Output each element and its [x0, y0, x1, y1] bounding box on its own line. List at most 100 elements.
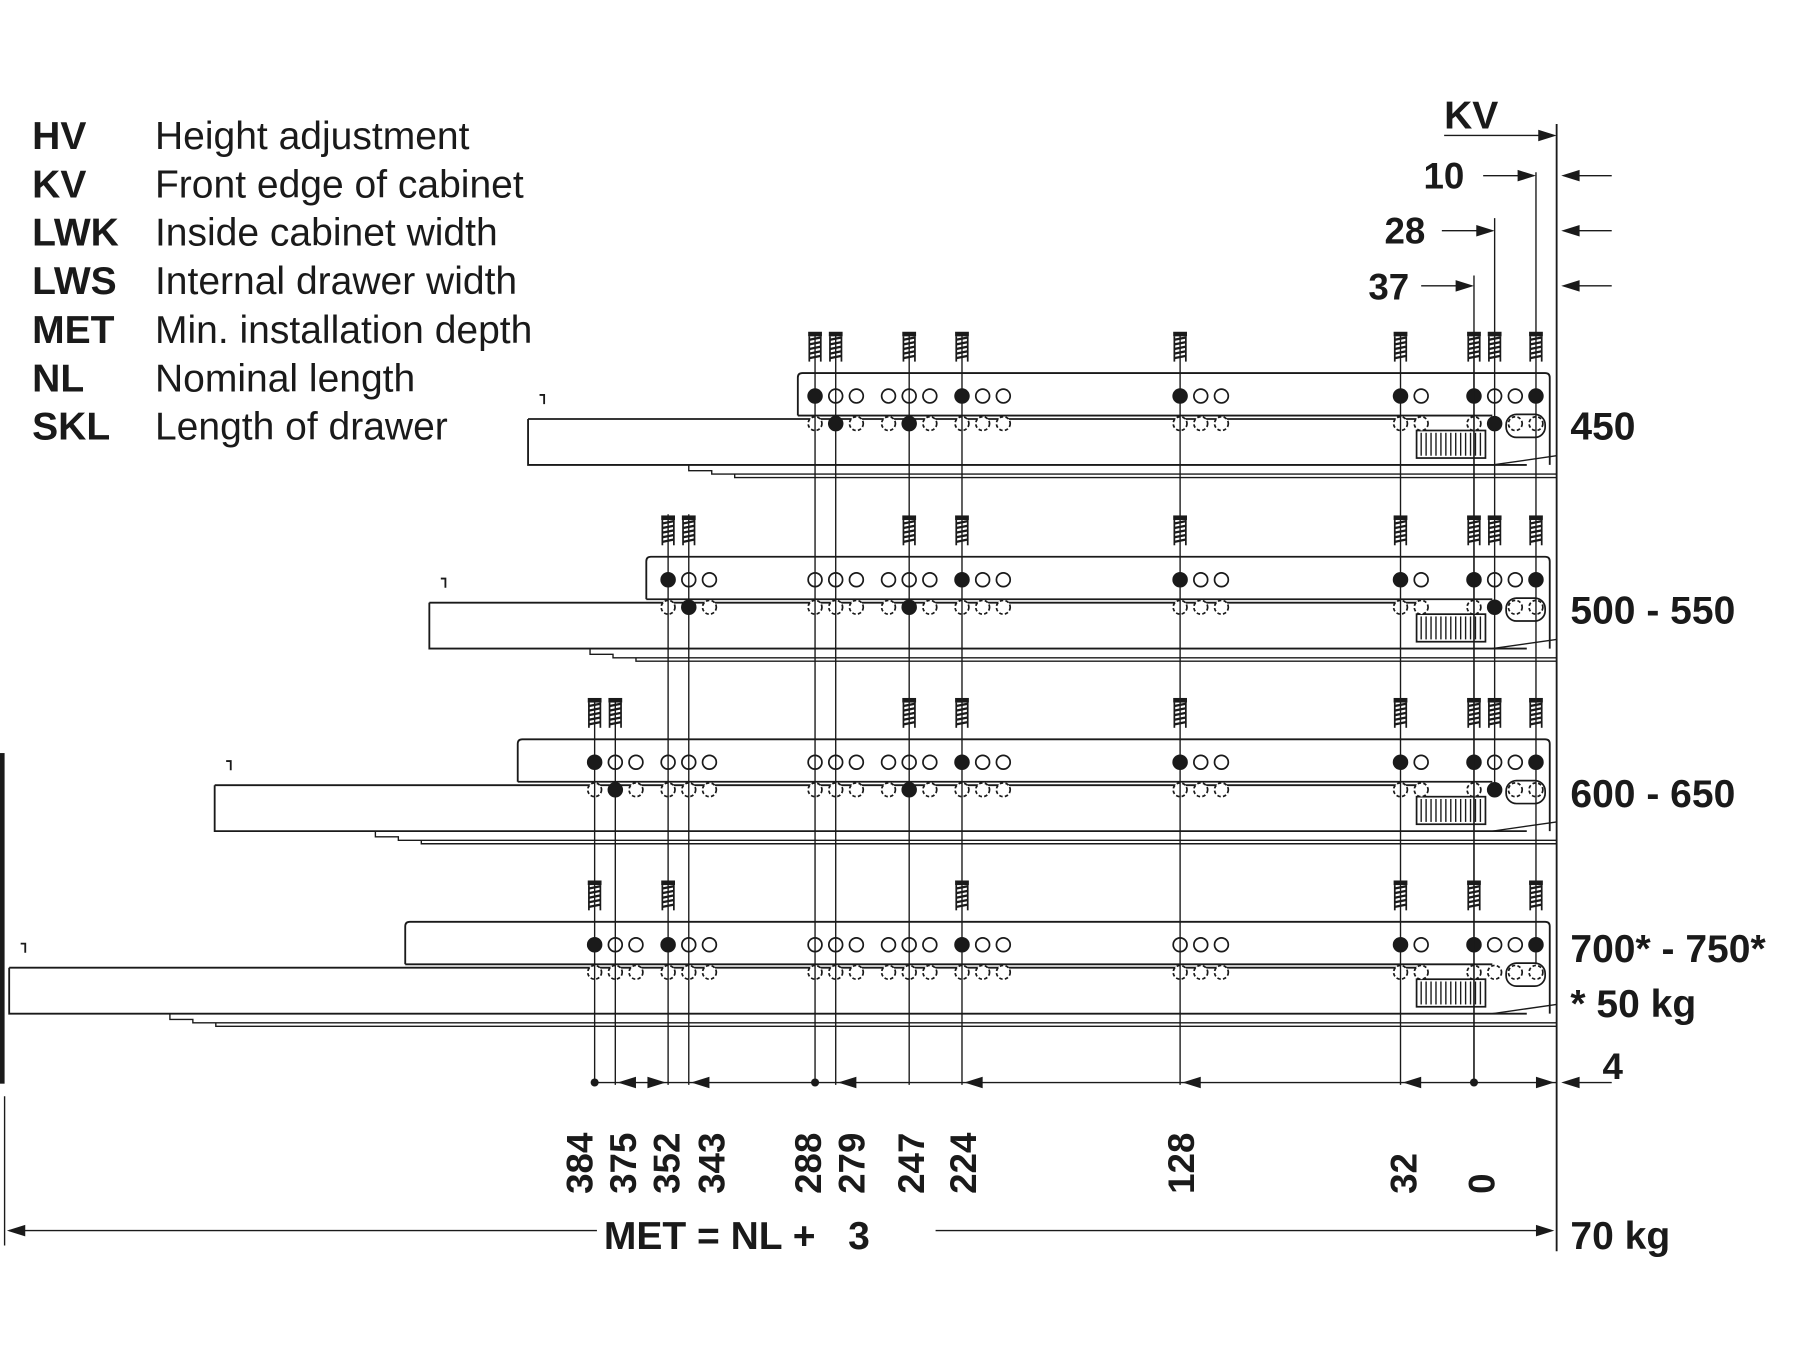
hole-open: [628, 964, 644, 981]
hole-open: [995, 754, 1012, 770]
hole-open: [1413, 964, 1429, 981]
hole-position-352: 352: [647, 1133, 688, 1194]
hole-open: [995, 782, 1012, 798]
hole-open: [922, 388, 938, 404]
hole-open: [848, 571, 865, 588]
hole-open: [848, 782, 865, 798]
hole-position-224: 224: [943, 1132, 984, 1194]
rail-front: [1492, 821, 1557, 832]
hole-open: [1193, 388, 1209, 404]
hole-open: [848, 964, 865, 981]
arrow-left-icon: [964, 1076, 983, 1089]
legend-text-kv: Front edge of cabinet: [155, 163, 524, 206]
arrow-icon: [1561, 1076, 1580, 1089]
arrow-icon: [1535, 1224, 1555, 1237]
hole-open: [628, 754, 644, 770]
hole-open: [922, 571, 938, 588]
hole-position-375: 375: [603, 1133, 644, 1194]
legend-abbr-met: MET: [32, 309, 115, 352]
hole-open: [701, 754, 718, 770]
hole-open: [1507, 782, 1524, 798]
drawer-load-note: * 50 kg: [1570, 983, 1696, 1026]
rail-lower: [374, 831, 1557, 841]
arrow-left-icon: [1561, 225, 1580, 237]
hole-open: [922, 415, 938, 432]
rail-lower: [688, 464, 1557, 475]
hole-open: [995, 599, 1012, 616]
kv-offset-10: 10: [1423, 155, 1464, 196]
hole-open: [1413, 782, 1429, 798]
hole-open: [1213, 782, 1230, 798]
legend-text-skl: Length of drawer: [155, 406, 448, 449]
arrow-icon: [6, 1224, 26, 1237]
rail-front: [1492, 1003, 1557, 1015]
hole-open: [848, 599, 865, 616]
arrow-icon: [1535, 1076, 1555, 1089]
hole-open: [974, 754, 991, 770]
hole-open: [1413, 571, 1429, 588]
legend-abbr-hv: HV: [32, 115, 86, 158]
runner-side-plate: [516, 738, 1551, 832]
hole-open: [1507, 754, 1524, 770]
legend-text-lws: Internal drawer width: [155, 260, 517, 303]
hole-open: [1193, 415, 1209, 432]
hole-open: [995, 415, 1012, 432]
hole-open: [1213, 571, 1230, 588]
hole-open: [1413, 937, 1429, 953]
hole-position-343: 343: [691, 1133, 732, 1194]
kv-offset-37: 37: [1368, 267, 1409, 308]
hole-open: [628, 782, 644, 798]
hole-open: [1213, 415, 1230, 432]
hole-open: [701, 782, 718, 798]
hole-open: [701, 571, 718, 588]
arrow-left-icon: [1402, 1076, 1422, 1089]
hole-open: [880, 964, 897, 981]
arrow-left-icon: [838, 1076, 857, 1089]
drawer-length-500-550: 500 - 550: [1570, 589, 1735, 632]
hole-open: [995, 571, 1012, 588]
hole-open: [1486, 964, 1503, 981]
hole-position-128: 128: [1161, 1133, 1202, 1194]
drawer-body: [8, 942, 1527, 1015]
drawer-length-450: 450: [1570, 406, 1635, 449]
hole-position-247: 247: [891, 1133, 932, 1194]
arrow-left-icon: [691, 1076, 710, 1089]
hole-open: [974, 782, 991, 798]
hole-open: [1193, 964, 1209, 981]
rail-front: [1492, 455, 1557, 466]
legend-abbr-lwk: LWK: [32, 212, 119, 255]
hole-open: [1507, 388, 1524, 404]
hole-open: [701, 599, 718, 616]
hole-open: [1507, 571, 1524, 588]
hole-open: [880, 754, 897, 770]
hole-open: [880, 571, 897, 588]
arrow-right-icon: [1538, 129, 1557, 142]
hole-open: [1486, 937, 1503, 953]
rail-front: [1492, 638, 1557, 650]
drawer-body: [527, 393, 1527, 466]
hole-open: [995, 388, 1012, 404]
hole-position-384: 384: [559, 1132, 600, 1194]
hole-open: [1193, 754, 1209, 770]
hole-open: [1213, 754, 1230, 770]
kv-label: KV: [1444, 95, 1498, 138]
legend-abbr-lws: LWS: [32, 260, 117, 303]
hole-open: [974, 599, 991, 616]
rail-bottom: [635, 657, 1557, 662]
hole-position-288: 288: [788, 1133, 829, 1194]
legend-abbr-nl: NL: [32, 357, 84, 400]
hole-open: [974, 571, 991, 588]
hole-open: [880, 388, 897, 404]
hole-open: [848, 937, 865, 953]
legend-text-hv: Height adjustment: [155, 115, 470, 158]
hole-open: [995, 964, 1012, 981]
hole-position-32: 32: [1384, 1153, 1425, 1194]
drawer-length-700-750: 700* - 750*: [1570, 928, 1766, 971]
dimension-dot: [1469, 1078, 1478, 1087]
drawer-drawings: [0, 123, 1612, 1252]
hole-open: [1507, 415, 1524, 432]
hole-open: [1193, 571, 1209, 588]
hole-open: [974, 964, 991, 981]
hole-open: [701, 937, 718, 953]
hole-position-0: 0: [1462, 1173, 1503, 1193]
